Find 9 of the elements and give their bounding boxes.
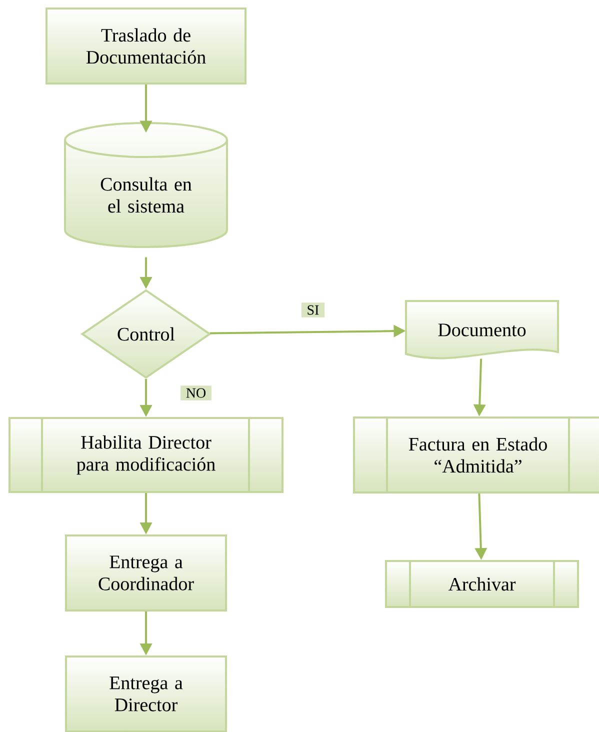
predefined-process-box: Archivar xyxy=(385,560,579,608)
process-box: Entrega a Coordinador xyxy=(65,534,227,612)
edge-label: NO xyxy=(180,386,212,400)
predefined-process-box: Habilita Director para modificación xyxy=(8,417,284,493)
edge-label: SI xyxy=(301,302,325,318)
process-box: Entrega a Director xyxy=(65,656,227,732)
predefined-process-box: Factura en Estado “Admitida” xyxy=(353,416,599,494)
process-box: Traslado de Documentación xyxy=(46,8,246,84)
database-cylinder: Consulta en el sistema xyxy=(64,122,228,248)
